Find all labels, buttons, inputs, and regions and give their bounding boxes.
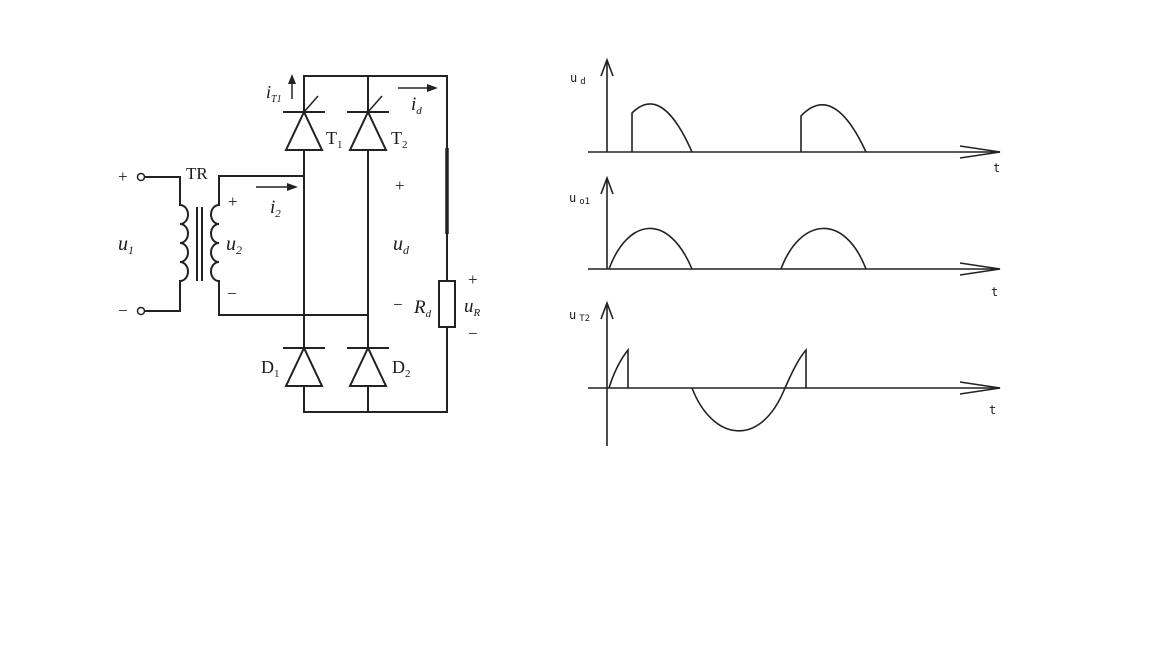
resistor-plus-sign: + (468, 270, 478, 289)
waveform-ud-pulse-2 (800, 104, 867, 153)
output-voltage-label: ud (393, 233, 410, 257)
input-plus-sign: + (118, 167, 128, 186)
input-terminals: + − u1 (118, 167, 181, 320)
waveform-ud-pulse-1 (631, 103, 693, 153)
primary-winding (178, 203, 189, 283)
output-minus-sign: − (393, 295, 403, 314)
diode-d2: D2 (347, 345, 411, 387)
waveform-uo1-half-wave-1 (608, 227, 693, 270)
diode-d2-label: D2 (392, 357, 411, 380)
thyristor-t1: T1 (283, 95, 343, 151)
secondary-winding (210, 203, 221, 283)
thyristor-current-arrowhead (288, 74, 296, 84)
waveform-ud-xlabel: t (993, 161, 1000, 175)
waveform-uo1-half-wave-2 (780, 227, 867, 270)
secondary-wire-top (218, 175, 305, 206)
waveform-uo1-x-arrow (959, 262, 1001, 276)
load-current-label: id (411, 94, 422, 117)
waveform-ut2-y-arrow (600, 300, 614, 320)
load-current-arrowhead (427, 84, 438, 92)
output-plus-sign: + (395, 176, 405, 195)
resistor-rd: Rd + uR − (413, 270, 481, 343)
thyristor-t2-label: T2 (391, 128, 408, 151)
waveform-ut2-xlabel: t (989, 403, 996, 417)
diode-d1-label: D1 (261, 357, 280, 380)
waveform-ut2-negative-swing (691, 347, 807, 432)
bottom-rail-and-right-wire (303, 326, 448, 413)
diode-d1: D1 (261, 345, 325, 387)
waveform-ut2-initial-rise (608, 347, 629, 389)
resistor-voltage-label: uR (464, 296, 481, 319)
primary-wire-top (144, 176, 181, 206)
transformer: TR + u2 − (178, 164, 242, 303)
top-rail-and-right-wire (303, 75, 448, 282)
waveform-uo1-xlabel: t (991, 285, 998, 299)
waveform-uo1-y-arrow (600, 175, 614, 195)
thyristor-t1-label: T1 (326, 128, 343, 151)
input-voltage-label: u1 (118, 233, 134, 257)
input-terminal-bottom (136, 306, 146, 316)
secondary-current-label: i2 (270, 197, 281, 220)
circuit-schematic: + − u1 TR + u2 − i2 (118, 74, 481, 413)
thyristor-t2: T2 (347, 95, 408, 151)
secondary-voltage-label: u2 (226, 233, 242, 257)
secondary-plus-sign: + (228, 192, 238, 211)
secondary-current-arrowhead (287, 183, 298, 191)
input-terminal-top (136, 172, 146, 182)
waveform-ut2-x-arrow (959, 381, 1001, 395)
waveform-ud-y-arrow (600, 57, 614, 77)
secondary-minus-sign: − (227, 284, 237, 303)
resistor-minus-sign: − (468, 324, 478, 343)
input-minus-sign: − (118, 301, 128, 320)
waveform-ud-x-arrow (959, 145, 1001, 159)
secondary-wire-bottom (218, 280, 369, 316)
primary-wire-bottom (144, 280, 181, 312)
thyristor-current-label: iT1 (266, 82, 282, 105)
resistor-label: Rd (413, 297, 432, 320)
transformer-label: TR (186, 164, 208, 183)
